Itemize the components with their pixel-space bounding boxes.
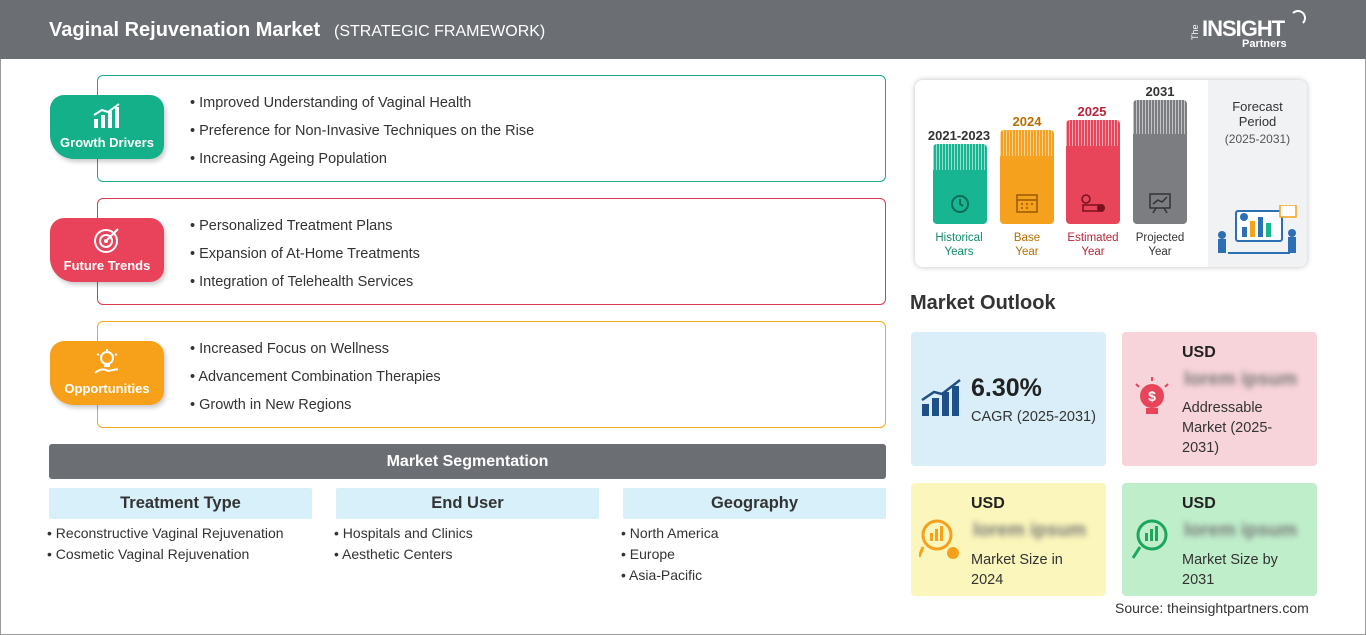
estimated-year-bar: [1066, 120, 1120, 224]
growth-drivers-list: • Improved Understanding of Vaginal Heal…: [190, 95, 534, 179]
magnifier-dollar-icon: [919, 519, 959, 559]
growth-chart-icon: [921, 379, 961, 416]
logo-arc-icon: [1290, 10, 1306, 26]
growth-drivers-label: Growth Drivers: [60, 135, 154, 150]
page-title: Vaginal Rejuvenation Market: [49, 19, 321, 41]
history-icon: [951, 195, 969, 213]
target-icon: [94, 228, 119, 253]
source-link[interactable]: Source: theinsightpartners.com: [1115, 600, 1309, 616]
analytics-people-icon: [1218, 205, 1297, 254]
treatment-type-list: • Reconstructive Vaginal Rejuvenation • …: [47, 525, 284, 567]
list-item: • Personalized Treatment Plans: [190, 218, 393, 234]
list-item: • North America: [621, 525, 719, 541]
page-subtitle: (STRATEGIC FRAMEWORK): [334, 23, 546, 40]
estimate-icon: [1081, 194, 1105, 212]
future-trends-panel: • Personalized Treatment Plans • Expansi…: [97, 198, 886, 305]
dollar-bulb-icon: $: [1135, 377, 1169, 414]
addressable-usd: USD: [1182, 344, 1216, 361]
opportunities-badge: Opportunities: [50, 341, 164, 405]
list-item: • Expansion of At-Home Treatments: [190, 246, 420, 262]
logo-insight: INSIGHT: [1202, 16, 1285, 41]
list-item: • Aesthetic Centers: [334, 546, 453, 562]
market-segmentation-title: Market Segmentation: [49, 444, 886, 479]
cagr-label: CAGR (2025-2031): [971, 409, 1096, 425]
list-item: • Asia-Pacific: [621, 567, 703, 583]
forecast-period: (2025-2031): [1224, 132, 1291, 146]
addressable-value-blurred: lorem ipsum: [1184, 369, 1297, 390]
projection-icon: [1149, 193, 1171, 214]
end-user-list: • Hospitals and Clinics • Aesthetic Cent…: [334, 525, 473, 567]
lightbulb-hand-icon: [94, 349, 119, 374]
growth-chart-icon: [93, 103, 120, 128]
geography-list: • North America • Europe • Asia-Pacific: [621, 525, 719, 588]
segment-head-end-user: End User: [336, 488, 599, 519]
projected-year-bar: [1133, 100, 1187, 224]
segment-head-treatment-type: Treatment Type: [49, 488, 312, 519]
opportunities-list: • Increased Focus on Wellness • Advancem…: [190, 341, 441, 425]
list-item: • Integration of Telehealth Services: [190, 274, 414, 290]
opportunities-panel: • Increased Focus on Wellness • Advancem…: [97, 321, 886, 428]
size-2031-usd: USD: [1182, 495, 1216, 512]
calendar-icon: [1016, 194, 1038, 213]
list-item: • Hospitals and Clinics: [334, 525, 473, 541]
logo-partners: Partners: [1242, 38, 1287, 50]
growth-drivers-panel: • Improved Understanding of Vaginal Heal…: [97, 75, 886, 182]
year-2025: 2025: [1077, 104, 1107, 119]
cagr-card: 6.30% CAGR (2025-2031): [911, 332, 1106, 466]
base-year-bar: [1000, 130, 1054, 224]
header-bar: Vaginal Rejuvenation Market (STRATEGIC F…: [0, 0, 1366, 59]
list-item: • Increasing Ageing Population: [190, 151, 387, 167]
segment-head-geography: Geography: [623, 488, 886, 519]
list-item: • Growth in New Regions: [190, 397, 352, 413]
year-2031: 2031: [1145, 84, 1175, 99]
cagr-value: 6.30%: [971, 374, 1042, 402]
logo-the: The: [1190, 24, 1200, 40]
insight-partners-logo: The INSIGHT Partners: [1190, 10, 1310, 54]
future-trends-label: Future Trends: [63, 258, 151, 273]
growth-drivers-badge: Growth Drivers: [50, 95, 164, 159]
list-item: • Europe: [621, 546, 675, 562]
list-item: • Preference for Non-Invasive Techniques…: [190, 123, 535, 139]
market-outlook-title: Market Outlook: [910, 292, 1056, 314]
size-2024-value-blurred: lorem ipsum: [973, 520, 1086, 541]
list-item: • Cosmetic Vaginal Rejuvenation: [47, 546, 250, 562]
list-item: • Improved Understanding of Vaginal Heal…: [190, 95, 472, 111]
opportunities-label: Opportunities: [64, 381, 150, 396]
size-2031-value-blurred: lorem ipsum: [1184, 520, 1297, 541]
list-item: • Reconstructive Vaginal Rejuvenation: [47, 525, 284, 541]
list-item: • Increased Focus on Wellness: [190, 341, 390, 357]
future-trends-list: • Personalized Treatment Plans • Expansi…: [190, 218, 420, 302]
historical-bar: [933, 144, 987, 224]
size-2024-usd: USD: [971, 495, 1005, 512]
magnifier-chart-icon: [1131, 519, 1168, 559]
list-item: • Advancement Combination Therapies: [190, 369, 441, 385]
year-2021-2023: 2021-2023: [927, 128, 991, 143]
year-2024: 2024: [1012, 114, 1042, 129]
future-trends-badge: Future Trends: [50, 218, 164, 282]
svg-text:$: $: [1148, 388, 1156, 404]
